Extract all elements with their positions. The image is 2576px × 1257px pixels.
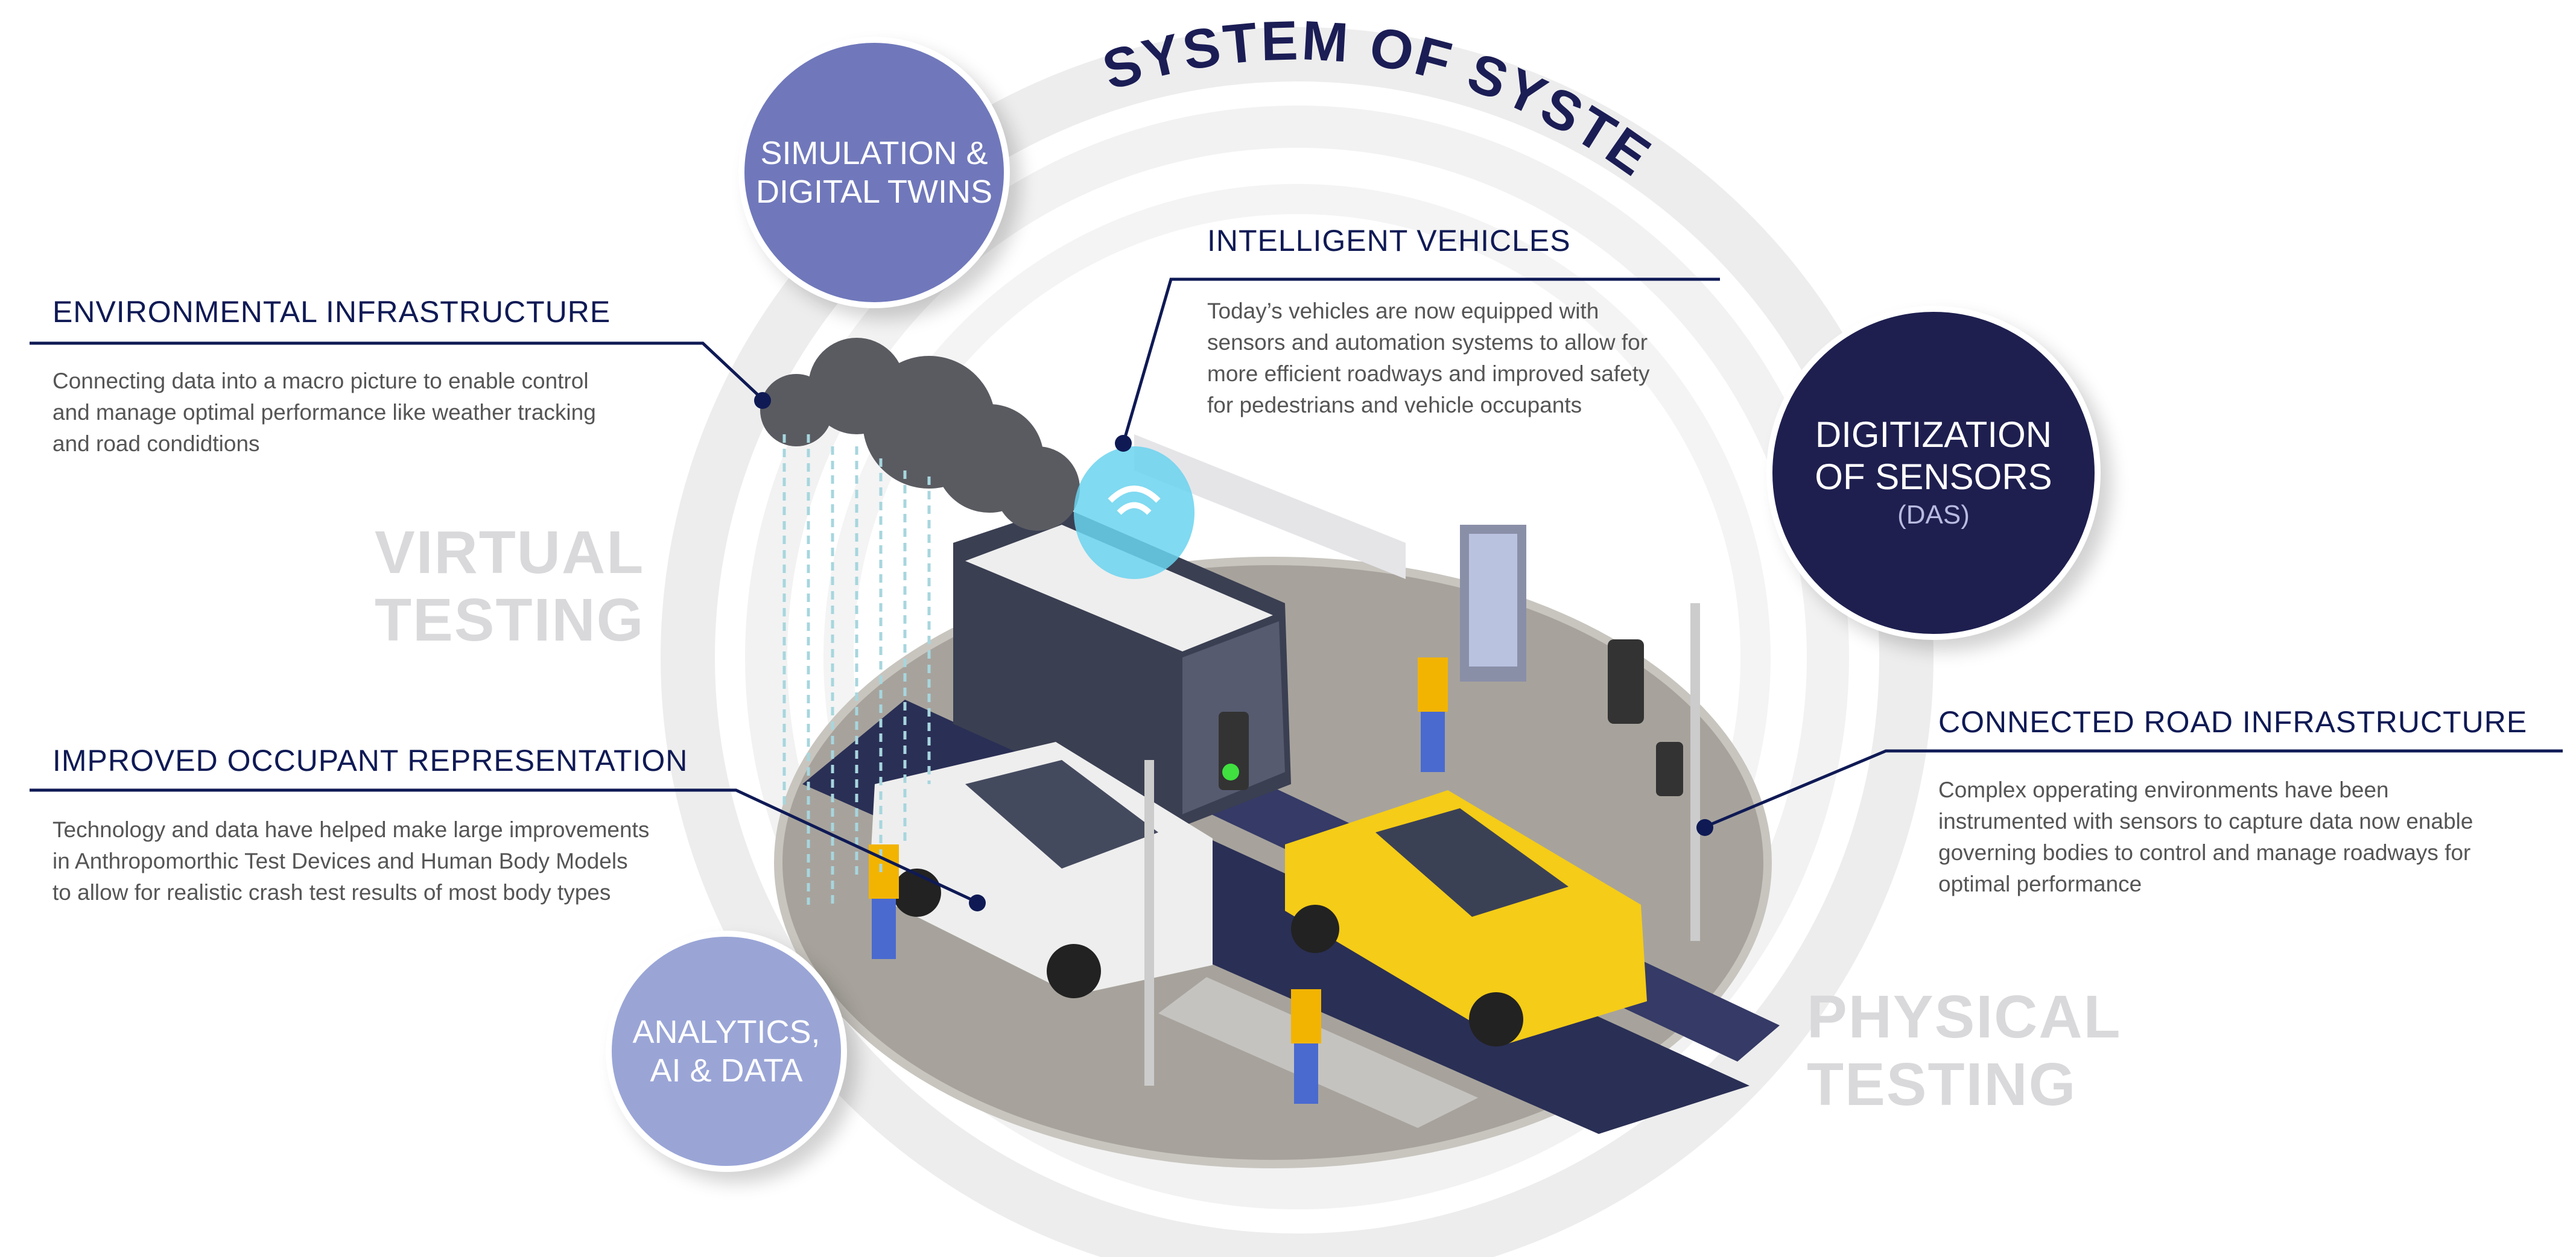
text-line: instrumented with sensors to capture dat…: [1938, 809, 2473, 834]
text-line: Complex opperating environments have bee…: [1938, 777, 2389, 802]
circle-label: DIGITIZATION: [1815, 414, 2052, 455]
environmental-text: Connecting data into a macro picture to …: [52, 366, 596, 460]
occupant-representation-heading: IMPROVED OCCUPANT REPRESENTATION: [52, 744, 688, 777]
text-line: Technology and data have helped make lar…: [52, 817, 650, 842]
text-line: Connecting data into a macro picture to …: [52, 369, 589, 393]
circle-label: ANALYTICS,: [632, 1014, 820, 1050]
physical-testing-label: PHYSICAL TESTING: [1807, 983, 2122, 1118]
circle-label: DIGITAL TWINS: [755, 174, 993, 210]
circle-label: AI & DATA: [650, 1053, 803, 1089]
connected-road-text: Complex opperating environments have bee…: [1938, 774, 2473, 900]
intelligent-vehicles-text: Today’s vehicles are now equipped with s…: [1207, 296, 1650, 421]
text-line: Today’s vehicles are now equipped with: [1207, 299, 1599, 323]
circle-analytics-ai-data: ANALYTICS, AI & DATA: [606, 931, 847, 1172]
leader-lines: [30, 277, 2563, 904]
zone-word: TESTING: [1807, 1051, 2077, 1118]
text-line: and road condidtions: [52, 431, 260, 456]
occupant-representation-text: Technology and data have helped make lar…: [52, 814, 649, 908]
circle-digitization-of-sensors: DIGITIZATION OF SENSORS (DAS): [1766, 306, 2101, 640]
text-line: optimal performance: [1938, 872, 2142, 896]
circle-sublabel: (DAS): [1897, 500, 1970, 530]
circle-label: SIMULATION &: [760, 135, 988, 171]
text-line: governing bodies to control and manage r…: [1938, 840, 2471, 865]
wifi-icon: [1074, 446, 1194, 579]
text-line: in Anthropomorthic Test Devices and Huma…: [52, 849, 628, 873]
cloud: [760, 338, 1080, 531]
zone-word: PHYSICAL: [1807, 983, 2122, 1051]
intelligent-vehicles-heading: INTELLIGENT VEHICLES: [1207, 224, 1571, 258]
circle-label: OF SENSORS: [1815, 457, 2052, 497]
zone-word: VIRTUAL: [375, 519, 645, 586]
text-line: more efficient roadways and improved saf…: [1207, 361, 1650, 386]
connected-road-heading: CONNECTED ROAD INFRASTRUCTURE: [1938, 705, 2528, 739]
text-line: sensors and automation systems to allow …: [1207, 330, 1648, 355]
text-line: to allow for realistic crash test result…: [52, 880, 611, 905]
virtual-testing-label: VIRTUAL TESTING: [375, 519, 644, 654]
circle-simulation-digital-twins: SIMULATION & DIGITAL TWINS: [738, 37, 1010, 308]
zone-word: TESTING: [375, 586, 645, 654]
environmental-heading: ENVIRONMENTAL INFRASTRUCTURE: [52, 295, 611, 329]
text-line: for pedestrians and vehicle occupants: [1207, 393, 1582, 417]
rain: [782, 434, 931, 905]
text-line: and manage optimal performance like weat…: [52, 400, 596, 425]
city-scene: [760, 338, 1780, 1168]
